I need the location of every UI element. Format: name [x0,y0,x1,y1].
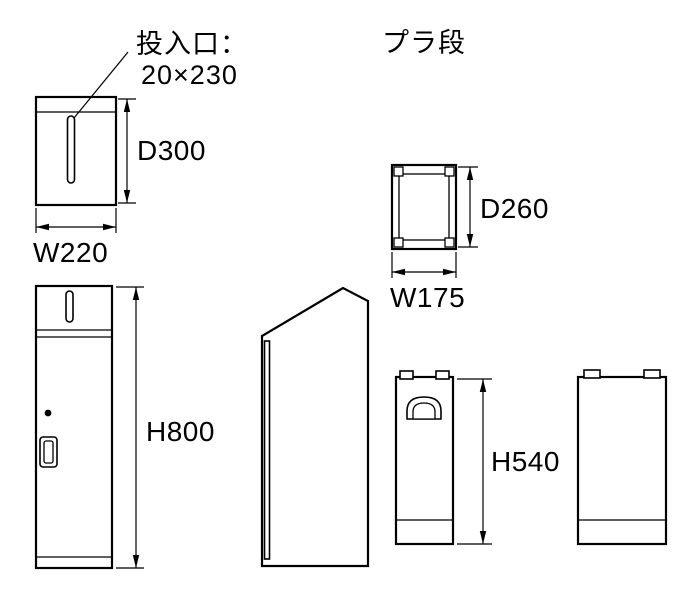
main-front-outline [34,284,114,570]
handle-cutout-inner [412,402,436,420]
lock-hole-dot [44,409,52,417]
main-front-slot [65,290,74,323]
insertion-slot-shape [66,115,76,184]
small-box-back-tab-right [643,369,661,379]
tray-corner-tab-br [444,237,455,248]
tray-corner-tab-tr [444,166,455,177]
main-box-top-view [34,95,118,207]
tray-corner-tab-tl [393,166,404,177]
small-box-back-view [576,369,668,546]
small-box-tab-left [399,370,414,380]
h800-label: H800 [146,416,215,447]
small-box-tab-right [435,370,450,380]
side-view-edge-strip [263,340,271,560]
tray-top-view [390,163,458,251]
side-view-outline [260,286,370,568]
dimension-h800: H800 [116,286,215,569]
main-box-front-view [34,284,114,570]
small-box-back-outline [576,375,668,546]
small-box-back-tab-left [583,369,601,379]
main-box-side-view [260,286,370,568]
tray-corner-tab-bl [393,237,404,248]
w175-label: W175 [390,282,465,313]
callout-leader-line [73,51,129,119]
slot-callout-label: 投入口： [136,29,248,59]
small-box-front-view [394,370,455,546]
dimension-d300: D300 [118,98,206,204]
w220-label: W220 [33,237,108,268]
tray-inner-outline [398,173,450,241]
slot-size-label: 20×230 [141,60,238,90]
main-top-outline [34,95,118,207]
h540-label: H540 [491,446,560,477]
dimension-w220: W220 [33,208,117,268]
dimension-h540: H540 [457,378,560,545]
material-note-label: プラ段 [382,28,466,58]
d260-label: D260 [480,193,549,224]
dimension-w175: W175 [390,252,465,313]
d300-label: D300 [137,135,206,166]
dimension-d260: D260 [458,166,549,248]
slot-callout: 投入口： 20×230 [73,29,248,119]
latch-inner [43,440,54,464]
